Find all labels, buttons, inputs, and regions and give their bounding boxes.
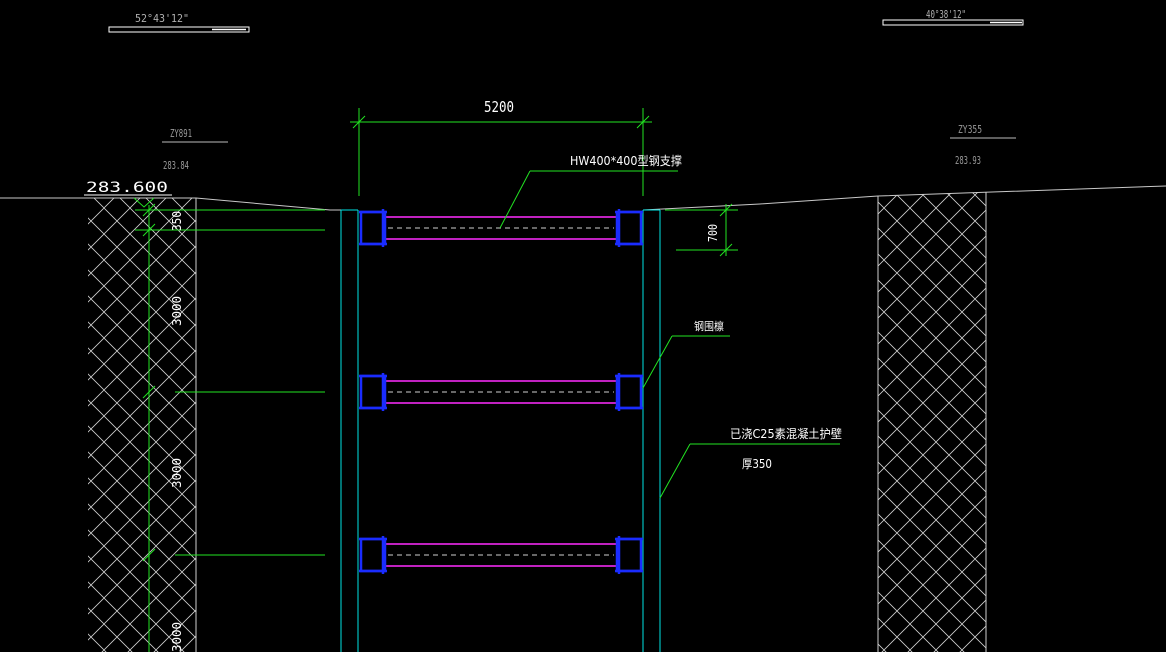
dim-spacing-3: 3000: [170, 622, 184, 652]
borehole-left: ZY891 283.84: [162, 127, 228, 172]
retaining-wall-left: [340, 209, 359, 652]
borehole-left-id: ZY891: [170, 127, 192, 140]
angle-indicator-left: 52°43'12": [108, 12, 250, 33]
h-beam-section-right: [615, 209, 643, 247]
retaining-wall-right: [642, 209, 661, 652]
label-strut: HW400*400型钢支撑: [570, 153, 682, 168]
dim-span-label: 5200: [484, 98, 514, 116]
borehole-right: ZY355 283.93: [950, 123, 1016, 167]
strut-level-3: [359, 536, 643, 574]
steel-struts: [359, 209, 643, 574]
dimension-beam-height: [665, 203, 738, 257]
label-purlin: 钢围檩: [694, 319, 724, 333]
leader-wall: [659, 443, 840, 499]
h-beam-section-left: [359, 536, 387, 574]
h-beam-section-right: [615, 536, 643, 574]
elevation-marker: 283.600: [84, 180, 172, 208]
borehole-right-elev: 283.93: [955, 154, 981, 167]
leader-strut: [499, 170, 678, 229]
h-beam-section-left: [359, 209, 387, 247]
leader-purlin: [642, 335, 730, 389]
dim-spacing-1: 3000: [170, 296, 184, 326]
label-wall: 已浇C25素混凝土护壁: [730, 426, 842, 441]
label-wall-thickness: 厚350: [742, 457, 772, 471]
h-beam-section-left: [359, 373, 387, 411]
elevation-value: 283.600: [86, 180, 168, 196]
dimension-chain-left: [135, 203, 325, 652]
angle-indicator-right: 40°38'12": [882, 8, 1024, 26]
borehole-right-id: ZY355: [958, 123, 982, 136]
hatch-soil-right: [877, 192, 987, 652]
hatch-soil-left: [88, 198, 197, 652]
h-beam-section-right: [615, 373, 643, 411]
dim-beam-height-label: 700: [706, 224, 720, 242]
dim-spacing-2: 3000: [170, 458, 184, 488]
strut-level-2: [359, 373, 643, 411]
angle-right-label: 40°38'12": [926, 8, 966, 21]
angle-left-label: 52°43'12": [135, 12, 189, 25]
dimension-span: [350, 108, 652, 196]
dim-top-offset: 350: [170, 211, 184, 231]
borehole-left-elev: 283.84: [163, 159, 189, 172]
strut-level-1: [359, 209, 643, 247]
